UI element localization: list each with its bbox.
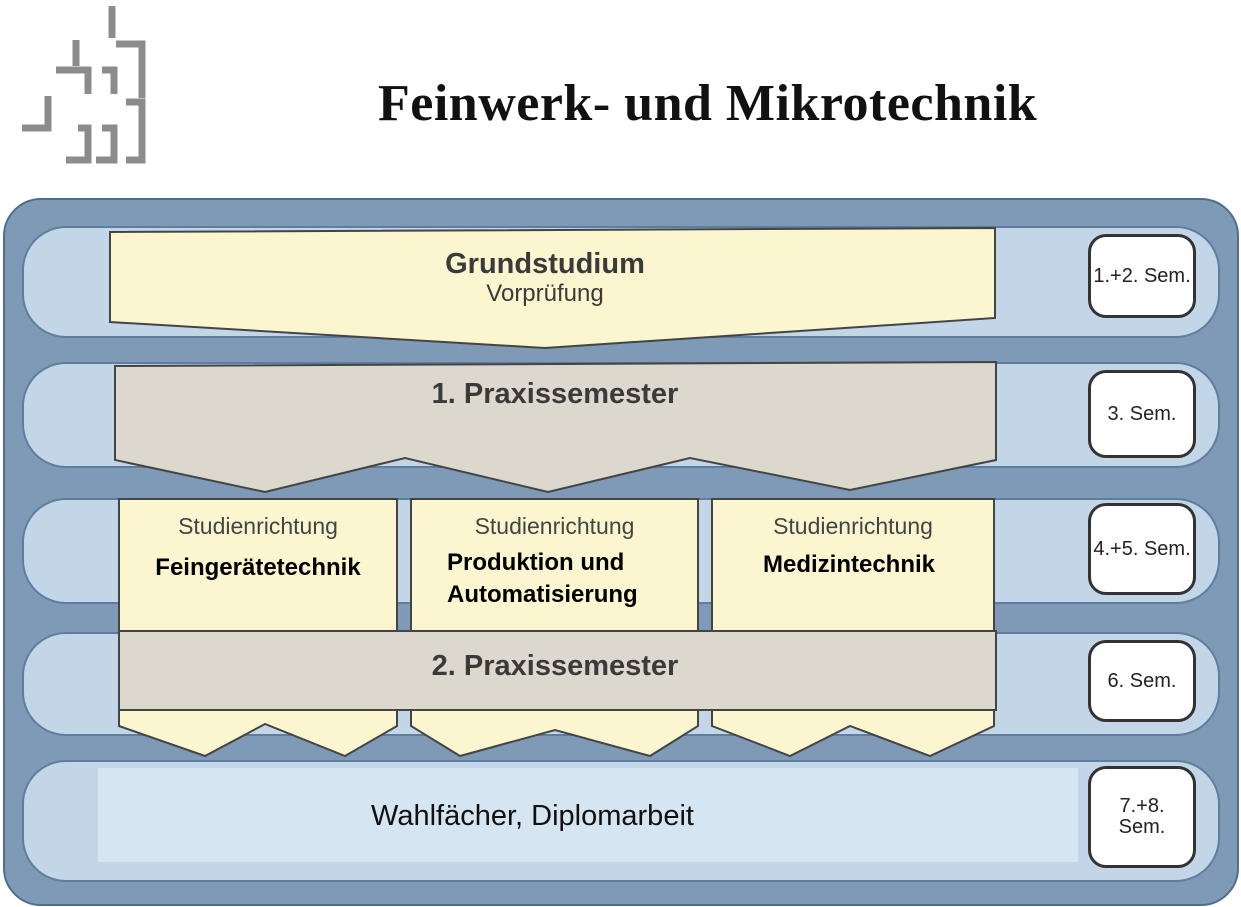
arrow-3	[711, 709, 995, 758]
richtung-3-label: Studienrichtung	[773, 513, 933, 539]
semester-badge-1: 1.+2. Sem.	[1088, 234, 1196, 318]
praxis2-label: 2. Praxissemester	[431, 650, 679, 682]
logo-icon	[22, 6, 146, 164]
semester-label-line1: 7.+8.	[1119, 795, 1165, 817]
richtung-1-label: Studienrichtung	[178, 513, 338, 539]
semester-label: 1.+2. Sem.	[1093, 264, 1191, 287]
richtung-1-name: Feingerätetechnik	[155, 554, 361, 581]
richtung-3-block	[711, 498, 995, 635]
praxis1-label: 1. Praxissemester	[431, 378, 679, 410]
richtung-1-block	[118, 498, 398, 635]
semester-badge-5: 7.+8. Sem.	[1088, 766, 1196, 868]
richtung-2-name-line2: Automatisierung	[447, 581, 638, 608]
richtung-2-block	[410, 498, 699, 635]
grundstudium-heading: Grundstudium	[445, 248, 645, 280]
semester-label: 3. Sem.	[1107, 402, 1177, 425]
richtung-3-name: Medizintechnik	[762, 551, 936, 578]
semester-label: 6. Sem.	[1107, 669, 1177, 692]
semester-label: 4.+5. Sem.	[1093, 537, 1191, 560]
grundstudium-sub: Vorprüfung	[486, 280, 604, 307]
final-block	[98, 768, 1078, 862]
richtung-2-name-line1: Produktion und	[447, 549, 625, 576]
richtung-2-label: Studienrichtung	[474, 513, 635, 539]
semester-badge-2: 3. Sem.	[1088, 370, 1196, 458]
semester-badge-4: 6. Sem.	[1088, 640, 1196, 722]
semester-badge-3: 4.+5. Sem.	[1088, 503, 1196, 595]
final-label: Wahlfächer, Diplomarbeit	[371, 800, 694, 832]
praxis2-block	[118, 630, 997, 711]
semester-label-line2: Sem.	[1118, 816, 1166, 838]
grundstudium-block	[109, 226, 996, 350]
praxis1-block	[114, 360, 997, 494]
page-title: Feinwerk- und Mikrotechnik	[378, 75, 1038, 132]
arrow-1	[118, 709, 398, 758]
arrow-2	[410, 709, 699, 758]
